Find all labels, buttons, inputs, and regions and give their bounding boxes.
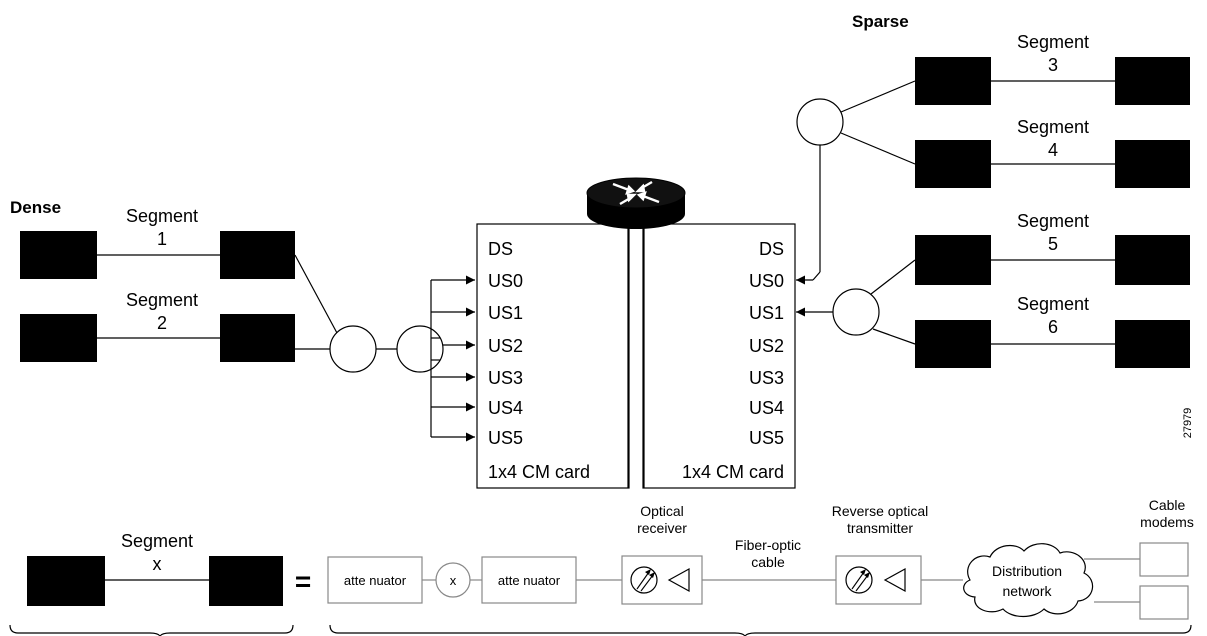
cm-card-left bbox=[476, 223, 630, 489]
left-card-name: 1x4 CM card bbox=[488, 462, 590, 482]
segment-1-node-b bbox=[220, 231, 295, 279]
attenuator-1 bbox=[327, 556, 423, 604]
reverse-tx-label-1: Reverse optical bbox=[832, 503, 929, 519]
segment-5-label: Segment bbox=[1017, 211, 1089, 231]
right-port-us0: US0 bbox=[749, 271, 784, 291]
right-port-us4: US4 bbox=[749, 398, 784, 418]
attenuator-2 bbox=[481, 556, 577, 604]
segment-x-symbol: x bbox=[153, 554, 162, 574]
attenuator-1-label: atte nuator bbox=[344, 573, 407, 588]
segment-5-node-a bbox=[915, 235, 991, 285]
right-card-name: 1x4 CM card bbox=[682, 462, 784, 482]
cable-modems-label-2: modems bbox=[1140, 514, 1194, 530]
dense-label: Dense bbox=[10, 198, 61, 217]
fiber-label-1: Fiber-optic bbox=[735, 537, 801, 553]
cable-modem-1 bbox=[1139, 542, 1189, 577]
right-port-us5: US5 bbox=[749, 428, 784, 448]
left-port-us4: US4 bbox=[488, 398, 523, 418]
segment-4-node-b bbox=[1115, 140, 1190, 188]
combiner-2 bbox=[796, 98, 844, 146]
reverse-optical-transmitter bbox=[835, 555, 922, 605]
segment-5-number: 5 bbox=[1048, 234, 1058, 254]
segment-2-label: Segment bbox=[126, 290, 198, 310]
segment-1-number: 1 bbox=[157, 229, 167, 249]
equals-sign: = bbox=[295, 566, 311, 597]
right-port-ds: DS bbox=[759, 239, 784, 259]
segment-4-node-a bbox=[915, 140, 991, 188]
mixer-x-label: x bbox=[450, 573, 457, 588]
left-port-us2: US2 bbox=[488, 336, 523, 356]
right-port-us2: US2 bbox=[749, 336, 784, 356]
segment-3-number: 3 bbox=[1048, 55, 1058, 75]
distribution-label-2: network bbox=[1002, 583, 1052, 599]
segment-3-label: Segment bbox=[1017, 32, 1089, 52]
segment-x-node-a bbox=[27, 556, 105, 606]
segment-1-node-a bbox=[20, 231, 97, 279]
left-port-us1: US1 bbox=[488, 303, 523, 323]
figure-id: 27979 bbox=[1182, 408, 1194, 439]
cm-card-right bbox=[642, 223, 796, 489]
segment-6-label: Segment bbox=[1017, 294, 1089, 314]
segment-1-label: Segment bbox=[126, 206, 198, 226]
sparse-label: Sparse bbox=[852, 12, 909, 31]
left-port-ds: DS bbox=[488, 239, 513, 259]
splitter-1 bbox=[396, 325, 444, 373]
segment-4-number: 4 bbox=[1048, 140, 1058, 160]
segment-x-label: Segment bbox=[121, 531, 193, 551]
cable-modem-2 bbox=[1139, 585, 1189, 620]
optical-receiver-label-2: receiver bbox=[637, 520, 687, 536]
segment-6-number: 6 bbox=[1048, 317, 1058, 337]
segment-x-node-b bbox=[209, 556, 283, 606]
segment-3-node-b bbox=[1115, 57, 1190, 105]
router-icon bbox=[586, 177, 686, 488]
distribution-label-1: Distribution bbox=[992, 563, 1062, 579]
attenuator-2-label: atte nuator bbox=[498, 573, 561, 588]
reverse-tx-label-2: transmitter bbox=[847, 520, 913, 536]
combiner-3 bbox=[832, 288, 880, 336]
segment-2-node-a bbox=[20, 314, 97, 362]
segment-3-node-a bbox=[915, 57, 991, 105]
segment-2-node-b bbox=[220, 314, 295, 362]
segment-6-node-a bbox=[915, 320, 991, 368]
optical-receiver bbox=[621, 555, 703, 605]
left-port-us3: US3 bbox=[488, 368, 523, 388]
segment-5-node-b bbox=[1115, 235, 1190, 285]
brace-right bbox=[329, 624, 1192, 636]
left-port-us5: US5 bbox=[488, 428, 523, 448]
segment-4-label: Segment bbox=[1017, 117, 1089, 137]
right-port-us1: US1 bbox=[749, 303, 784, 323]
cable-modems-label-1: Cable bbox=[1149, 497, 1186, 513]
segment-6-node-b bbox=[1115, 320, 1190, 368]
fiber-label-2: cable bbox=[751, 554, 785, 570]
combiner-1 bbox=[329, 325, 377, 373]
segment-2-number: 2 bbox=[157, 313, 167, 333]
brace-left bbox=[9, 624, 294, 636]
right-port-us3: US3 bbox=[749, 368, 784, 388]
left-port-us0: US0 bbox=[488, 271, 523, 291]
distribution-network-cloud bbox=[963, 543, 1094, 618]
optical-receiver-label-1: Optical bbox=[640, 503, 684, 519]
